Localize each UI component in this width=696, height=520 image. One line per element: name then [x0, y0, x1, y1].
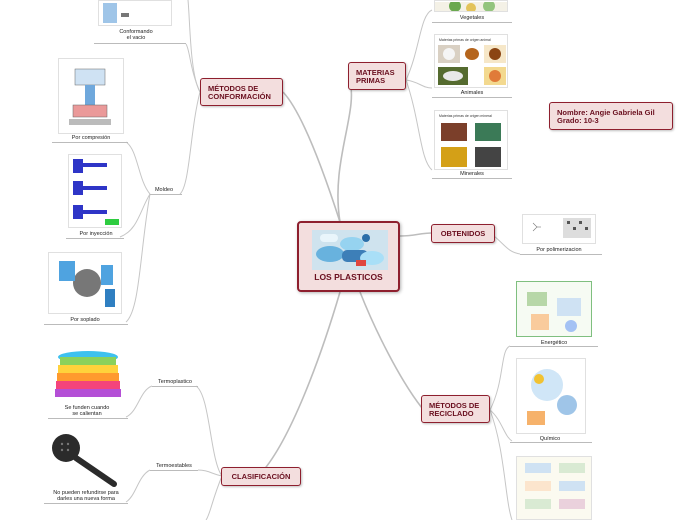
minerales-image: Materias primas de origen mineral — [434, 110, 508, 170]
leaf-compresion[interactable]: Por compresión — [71, 135, 111, 141]
branch-label-line1: MÉTODOS DE — [208, 84, 259, 93]
mecanico-image — [516, 456, 592, 520]
underline — [150, 470, 198, 471]
leaf-label-line1: Conformando — [119, 29, 153, 35]
animales-caption: Materias primas de origen animal — [439, 38, 491, 42]
leaf-label-line2: darles una nueva forma — [57, 496, 115, 502]
leaf-label-line1: Se funden cuando — [64, 405, 110, 411]
leaf-label-line2: el vacio — [126, 35, 146, 41]
polimerizacion-image — [522, 214, 596, 244]
branch-metodos-reciclado[interactable]: MÉTODOS DE RECICLADO — [421, 395, 490, 423]
student-grade: Grado: 10-3 — [557, 116, 599, 125]
underline — [432, 97, 512, 98]
underline — [48, 418, 128, 419]
underline — [152, 386, 198, 387]
leaf-termoplastico-desc[interactable]: Se funden cuando se calientan — [50, 405, 124, 417]
node-termoplastico[interactable]: Termoplastico — [158, 379, 192, 385]
node-termoestables[interactable]: Termoestables — [156, 463, 192, 469]
branch-label-line1: MÉTODOS DE — [429, 401, 480, 410]
branch-label-line2: PRIMAS — [356, 76, 386, 85]
leaf-energetico[interactable]: Energético — [540, 340, 568, 346]
central-title: LOS PLASTICOS — [314, 272, 383, 282]
underline — [44, 503, 128, 504]
leaf-termoestables-desc[interactable]: No pueden refundirse para darles una nue… — [44, 490, 128, 502]
branch-label-line2: CONFORMACIÓN — [208, 92, 271, 101]
branch-obtenidos[interactable]: OBTENIDOS — [431, 224, 495, 243]
leaf-animales[interactable]: Animales — [460, 90, 484, 96]
branch-label-line1: MATERIAS — [356, 68, 395, 77]
quimico-image — [516, 358, 586, 434]
minerales-caption: Materias primas de origen mineral — [439, 114, 492, 118]
student-info-box[interactable]: Nombre: Angie Gabriela Gil Grado: 10-3 — [549, 102, 673, 130]
plastic-bottles-image — [312, 230, 388, 270]
leaf-polimerizacion[interactable]: Por polimerizacion — [536, 247, 582, 253]
underline — [52, 142, 128, 143]
branch-metodos-conformacion[interactable]: MÉTODOS DE CONFORMACIÓN — [200, 78, 283, 106]
energetico-image — [516, 281, 592, 337]
underline — [44, 324, 128, 325]
vegetales-image — [434, 0, 508, 12]
student-name: Nombre: Angie Gabriela Gil — [557, 108, 655, 117]
underline — [66, 238, 124, 239]
animales-image: Materias primas de origen animal — [434, 34, 508, 88]
partial-image — [56, 514, 132, 520]
vacio-image — [98, 0, 172, 26]
underline — [432, 22, 512, 23]
underline — [520, 254, 602, 255]
branch-materias-primas[interactable]: MATERIAS PRIMAS — [348, 62, 406, 90]
underline — [150, 194, 182, 195]
branch-label-line2: RECICLADO — [429, 409, 474, 418]
leaf-conformando-vacio[interactable]: Conformando el vacio — [112, 29, 160, 41]
node-moldeo[interactable]: Moldeo — [154, 187, 174, 193]
underline — [94, 43, 186, 44]
leaf-minerales[interactable]: Minerales — [460, 171, 484, 177]
underline — [510, 442, 592, 443]
leaf-soplado[interactable]: Por soplado — [70, 317, 100, 323]
soplado-image — [48, 252, 122, 314]
branch-clasificacion[interactable]: CLASIFICACIÓN — [221, 467, 301, 486]
termoestables-image — [48, 430, 124, 488]
termoplastico-image — [50, 347, 126, 401]
inyeccion-image — [68, 154, 122, 228]
central-topic[interactable]: LOS PLASTICOS — [297, 221, 400, 292]
underline — [432, 178, 512, 179]
leaf-label-line1: No pueden refundirse para — [53, 490, 119, 496]
underline — [510, 346, 598, 347]
leaf-quimico[interactable]: Químico — [539, 436, 561, 442]
compresion-image — [58, 58, 124, 134]
leaf-vegetales[interactable]: Vegetales — [459, 15, 485, 21]
leaf-label-line2: se calientan — [72, 411, 102, 417]
leaf-inyeccion[interactable]: Por inyección — [79, 231, 113, 237]
